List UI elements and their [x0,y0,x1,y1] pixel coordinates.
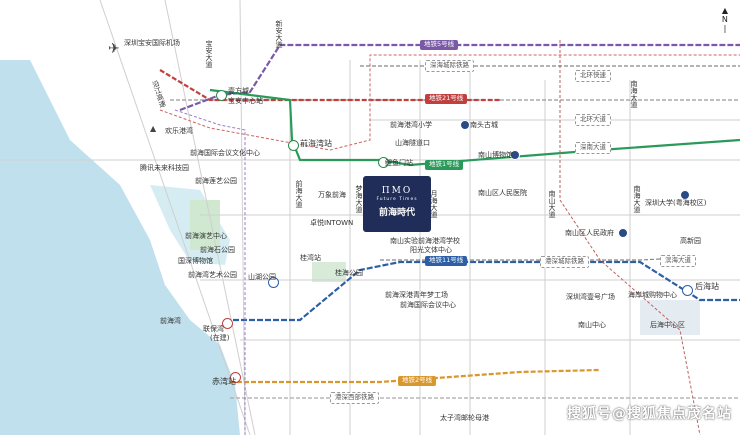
road-beihuan-avenue: 北环大道 [575,114,611,126]
road-shenhai: 深海城际铁路 [425,60,474,72]
building-icon: ▲ [150,124,157,133]
label-nantou: 南头古城 [470,121,498,129]
label-qianhai-square: 前海莲艺公园 [195,177,237,185]
label-qianhai-youth: 前海深港青年梦工场 [385,291,448,299]
label-qianhai-stone: 前海石公园 [200,246,235,254]
label-baoan-center: 宝安中心站 [228,97,263,105]
station-marker-houhai[interactable] [682,285,693,296]
road-nanhai: 南海大道 [633,185,641,213]
label-qianhai-conf: 前海国际会议中心 [400,301,456,309]
label-taizi-bay: 太子湾邮轮母港 [440,414,489,422]
park-guihai [312,262,346,282]
label-qianhai-port: 前海湾 [160,317,181,325]
label-wanxiang: 万象前海 [318,191,346,199]
project-badge[interactable]: ΠΜΟ Future Times 前海時代 [363,176,431,232]
pin-nantou[interactable] [460,120,470,130]
label-shenzhen-bay: 深圳湾壹号广场 [566,293,615,301]
label-guihai-park: 桂海公园 [335,269,363,277]
station-marker-baoan-center[interactable] [216,90,227,101]
sea-area [0,60,240,435]
road-gangshen-xibu: 港深西部铁路 [330,392,379,404]
label-huanle: 欢乐港湾 [165,127,193,135]
label-zhuoyue: 卓悦INTOWN [310,219,354,227]
road-nanhai-north: 南海大道 [630,80,638,108]
road-gangshen-shenzhen: 港深城际铁路 [540,256,589,268]
pin-museum[interactable] [510,150,520,160]
label-nanshan-center: 南山中心 [578,321,606,329]
watermark-text: 搜狐号@搜狐焦点茂名站 [567,406,732,422]
pin-shenda[interactable] [680,190,690,200]
station-marker-qianhai[interactable] [268,277,279,288]
label-yangguang: 阳光文体中心 [410,246,452,254]
label-qianhai-bay-station: 前海湾站 [300,139,332,148]
label-museum: 南山博物馆 [478,151,513,159]
label-chiwan: 赤湾站 [212,377,236,386]
label-shanhu: 山海隧道口 [395,139,430,147]
label-nanshan-gov: 南山区人民政府 [565,229,614,237]
label-guibin: 桂湾站 [300,254,321,262]
station-marker-liyu[interactable] [378,157,389,168]
label-lianbao-sub: (在建) [210,334,230,342]
station-marker-lianbao[interactable] [222,318,233,329]
station-marker-qianhai-bay[interactable] [288,140,299,151]
label-jiwang-park: 前海湾艺术公园 [188,271,237,279]
airport-icon: ✈ [108,41,120,57]
line21-label: 地铁21号线 [425,94,468,104]
label-qianhai-intl: 前海国际会议文化中心 [190,149,260,157]
road-shennan: 深南大道 [575,142,611,154]
line2-path [230,368,601,384]
park-houhai [640,300,700,335]
project-name: 前海時代 [378,208,415,218]
label-tencent: 腾讯未来科技园 [140,164,189,172]
road-yuehai: 月海大道 [430,190,438,218]
road-qianhai: 前海大道 [295,180,303,208]
label-liyu: 鲤鱼门站 [385,159,413,167]
line1-label: 地铁1号线 [425,160,464,170]
label-guobao: 国深博物馆 [178,257,213,265]
road-xinan-avenue: 新安大道 [275,20,283,48]
label-houhai-station: 后海站 [695,282,719,291]
pin-gov[interactable] [618,228,628,238]
label-shenda: 深圳大学(粤海校区) [645,199,707,207]
label-gaoxin: 高新园 [680,237,701,245]
line2-label: 地铁2号线 [398,376,437,386]
line11-path [225,260,740,322]
red-secondary [159,54,740,151]
line1-path [209,88,740,167]
purple-secondary [174,109,246,435]
road-mengdao: 梦海大道 [355,185,363,213]
road-beihuan: 北环快速 [575,70,611,82]
line5-label: 地铁5号线 [420,40,459,50]
project-logo: ΠΜΟ [381,186,413,196]
label-lianbao: 联保湾 [203,325,224,333]
north-arrow-icon: ▲N| [721,6,728,33]
road-baoan-avenue: 宝安大道 [205,40,213,68]
label-haian-city: 海岸城购物中心 [628,291,677,299]
road-binhai: 滨海大道 [660,255,696,267]
label-shangfang: 壹方城 [228,87,249,95]
highspeed-path [559,40,701,435]
station-marker-chiwan[interactable] [230,372,241,383]
road-nanshan: 南山大道 [548,190,556,218]
rail-lines [170,65,740,399]
line11-label: 地铁11号线 [425,256,468,266]
label-houhai-center: 后海中心区 [650,321,685,329]
label-qianhai-center: 前海演艺中心 [185,232,227,240]
label-nanshan-experiment: 南山实验前海港湾学校 [390,237,460,245]
label-airport: 深圳宝安国际机场 [124,39,180,47]
label-qianhai-xiaoxue: 前海港湾小学 [390,121,432,129]
label-nanshan-hospital: 南山区人民医院 [478,189,527,197]
project-brand: Future Times [376,197,418,202]
label-shanshui: 山湖公园 [248,273,276,281]
